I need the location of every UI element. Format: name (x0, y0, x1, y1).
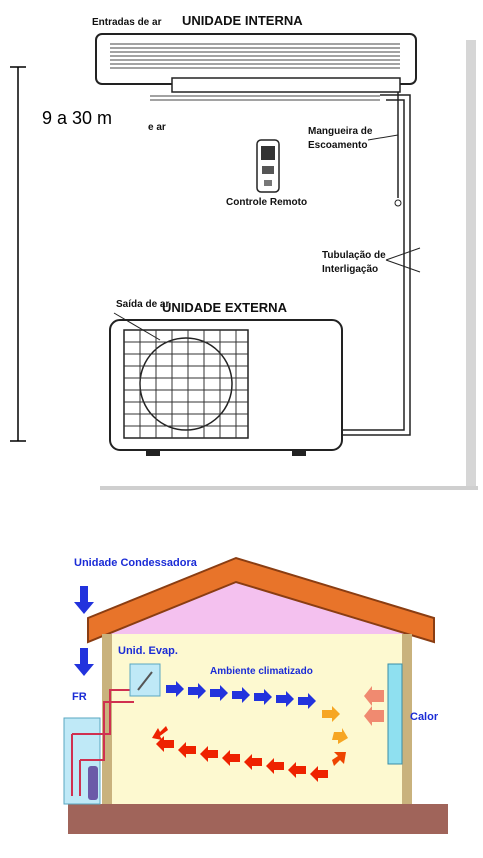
drain-end-icon (394, 199, 402, 207)
indoor-unit-title: UNIDADE INTERNA (182, 13, 303, 28)
refrigerant-piping (340, 92, 411, 436)
roof (87, 556, 435, 644)
house-cooling-diagram: Unidade Condessadora Unid. Evap. Ambient… (0, 540, 483, 858)
room-label: Ambiente climatizado (210, 666, 313, 677)
frame-shadow-right (466, 40, 476, 486)
warm-air-flow (152, 726, 328, 782)
remote-control-icon (256, 139, 280, 193)
installation-diagram: 9 a 30 m Entradas de ar UNIDADE INTERNA … (10, 13, 478, 490)
room (110, 634, 410, 804)
outlet-pointer (113, 312, 161, 341)
warming-air-flow (322, 706, 348, 766)
floor (68, 804, 448, 834)
remote-label: Controle Remoto (226, 197, 307, 208)
pipe-pointer-2 (385, 259, 421, 273)
indoor-unit (95, 33, 417, 101)
evaporator-coil (137, 671, 153, 691)
compressor (88, 766, 98, 800)
down-arrow-icon (74, 586, 94, 614)
pipe-pointer (385, 247, 421, 261)
pipe-label-2: Interligação (322, 264, 378, 275)
drain-label-1: Mangueira de (308, 126, 373, 137)
evaporator-label: Unid. Evap. (118, 645, 178, 657)
condenser-label: Unidade Condessadora (74, 557, 198, 569)
outdoor-unit (109, 319, 343, 456)
outdoor-air-label: Saída de ar (116, 299, 169, 310)
air-outlet-label: e ar (148, 122, 166, 133)
frame-shadow-bottom (100, 486, 478, 490)
range-label: 9 a 30 m (42, 108, 112, 128)
drain-label-2: Escoamento (308, 140, 367, 151)
cool-air-flow (166, 681, 316, 709)
down-arrow-icon-2 (74, 648, 94, 676)
left-wall (102, 634, 112, 804)
right-wall (402, 634, 412, 804)
attic (110, 576, 420, 634)
heat-arrow-icon (364, 686, 384, 726)
heat-label: Calor (410, 711, 439, 723)
drain-pointer (367, 134, 399, 141)
fr-label: FR (72, 691, 87, 703)
refrigerant-lines (71, 689, 134, 796)
air-inlet-label: Entradas de ar (92, 17, 162, 28)
window (387, 663, 403, 765)
outdoor-unit-title: UNIDADE EXTERNA (162, 300, 288, 315)
height-range-bar (10, 66, 26, 442)
pipe-label-1: Tubulação de (322, 250, 386, 261)
